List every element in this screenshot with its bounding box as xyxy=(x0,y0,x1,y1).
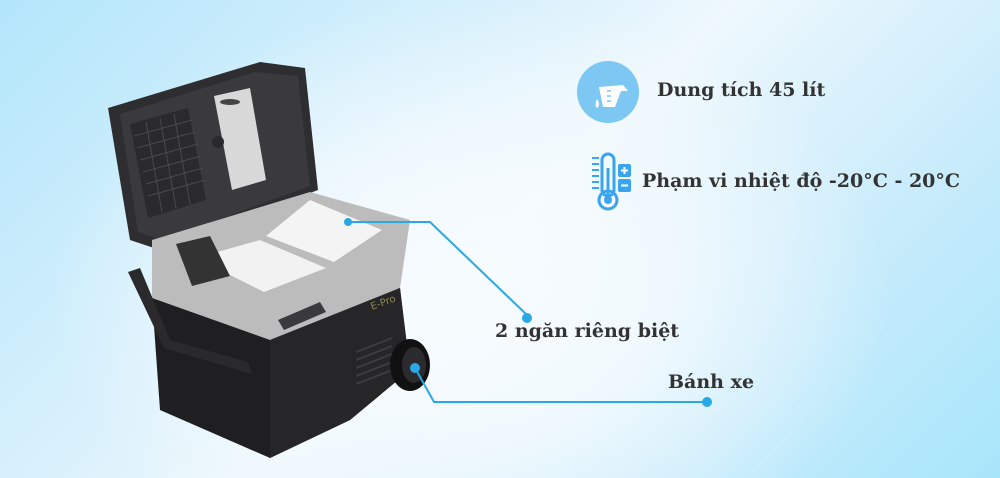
temperature-label: Phạm vi nhiệt độ -20°C - 20°C xyxy=(642,170,961,192)
feature-capacity: Dung tích 45 lít xyxy=(577,58,877,128)
capacity-label: Dung tích 45 lít xyxy=(657,79,826,101)
thermometer-icon xyxy=(592,152,631,211)
wheels-label: Bánh xe xyxy=(668,371,755,393)
fridge-lid xyxy=(108,62,318,250)
fridge-product-image: E-Pro xyxy=(108,62,430,458)
measuring-cup-icon xyxy=(577,61,639,123)
feature-temperature: Phạm vi nhiệt độ -20°C - 20°C xyxy=(588,148,988,218)
compartments-label: 2 ngăn riêng biệt xyxy=(495,320,680,342)
